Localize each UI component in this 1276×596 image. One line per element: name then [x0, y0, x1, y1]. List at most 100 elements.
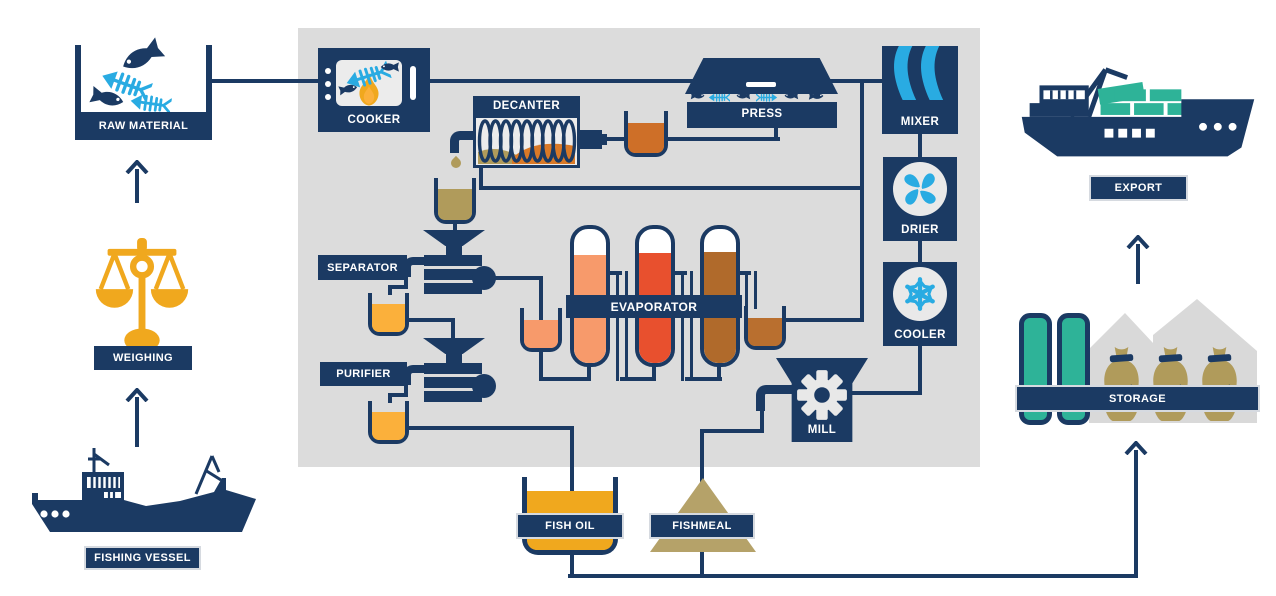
- snowflake-icon: [901, 275, 939, 313]
- arrow-tail: [135, 169, 139, 203]
- storage-label: STORAGE: [1015, 385, 1260, 412]
- cooler-label: COOLER: [894, 329, 946, 341]
- beaker: [624, 111, 668, 157]
- separator-slab: [424, 269, 482, 280]
- pipe: [681, 271, 693, 381]
- press-top-plate: [685, 58, 838, 94]
- separator-port: [472, 266, 496, 290]
- separator-oil: [372, 304, 405, 332]
- drier-label: DRIER: [901, 224, 939, 236]
- decanter-body: [476, 118, 577, 165]
- cooker-dot: [325, 81, 331, 87]
- pipe: [388, 393, 392, 403]
- mill-label: MILL: [807, 424, 837, 436]
- cooker-dot: [325, 68, 331, 74]
- arrow-tail: [1136, 244, 1140, 284]
- pipe: [671, 271, 687, 275]
- pipe: [736, 271, 751, 275]
- pipe: [918, 241, 922, 262]
- fan-icon: [904, 173, 936, 205]
- purified-oil: [372, 412, 405, 440]
- fishing-vessel-label: FISHING VESSEL: [84, 546, 201, 570]
- pipe: [210, 79, 884, 83]
- beaker: [368, 401, 409, 444]
- purifier-slab: [424, 377, 482, 388]
- fish-icon: [380, 62, 399, 72]
- arrow-head-icon: [125, 388, 149, 402]
- pipe: [595, 137, 780, 141]
- pipe: [745, 271, 757, 309]
- decanter-liquid: [438, 189, 472, 220]
- screw-conveyor-coil-icon: [477, 119, 577, 164]
- flame-icon: [359, 72, 379, 106]
- separator-slab: [424, 255, 482, 266]
- drier-machine: DRIER: [883, 157, 957, 241]
- decanter-label: DECANTER: [492, 100, 561, 112]
- purifier-port: [472, 374, 496, 398]
- pipe: [918, 134, 922, 157]
- pipe: [717, 363, 721, 381]
- pipe: [620, 377, 656, 381]
- pipe: [404, 381, 408, 397]
- arrow-head-icon: [1126, 235, 1150, 249]
- pipe: [388, 285, 408, 289]
- separator-slab: [424, 283, 482, 294]
- pipe: [494, 276, 543, 280]
- pipe: [774, 124, 778, 141]
- arrow-tail: [1134, 450, 1138, 578]
- cooler-disc: [893, 267, 947, 321]
- trawler-ship-icon: [32, 448, 256, 532]
- pipe: [606, 271, 622, 275]
- gear-icon: [797, 370, 847, 420]
- pipe: [539, 377, 591, 381]
- export-label: EXPORT: [1089, 175, 1188, 201]
- pipe: [918, 346, 922, 395]
- press-bottom-plate: PRESS: [687, 102, 837, 128]
- pipe: [782, 318, 864, 322]
- decanter-spout: [450, 131, 476, 153]
- pipe: [405, 318, 455, 322]
- beaker: [434, 178, 476, 224]
- mixer-label: MIXER: [900, 116, 940, 128]
- pipe: [451, 318, 455, 340]
- press-liquor: [628, 123, 664, 153]
- beaker: [520, 308, 562, 352]
- arrow-head-icon: [1124, 441, 1148, 455]
- separator-neck: [446, 245, 462, 256]
- mill-spout: [756, 385, 792, 411]
- arrow-head-icon: [125, 160, 149, 174]
- stickwater: [524, 320, 558, 348]
- cooler-machine: COOLER: [883, 262, 957, 346]
- purifier-slab: [424, 363, 482, 374]
- cargo-ship-icon: [1021, 67, 1255, 157]
- beaker: [744, 306, 786, 350]
- cooker-window: [336, 60, 402, 106]
- pipe: [405, 426, 574, 430]
- decanter-axle: [579, 130, 602, 149]
- pipe: [479, 164, 483, 190]
- cooker-dot: [325, 94, 331, 100]
- mixer-machine: MIXER: [882, 46, 958, 134]
- flow-stripes-icon: [894, 46, 944, 100]
- decanter-machine: DECANTER: [473, 96, 580, 168]
- fish-oil-label: FISH OIL: [516, 513, 624, 539]
- purifier-spout: [403, 365, 427, 385]
- evaporator-label: EVAPORATOR: [566, 295, 742, 318]
- decanter-axle: [600, 134, 607, 145]
- pipe: [388, 393, 408, 397]
- pipe: [479, 186, 864, 190]
- separator-label: SEPARATOR: [318, 255, 407, 280]
- fishmeal-label: FISHMEAL: [649, 513, 755, 539]
- cooker-label: COOKER: [347, 114, 401, 126]
- balance-scale-icon: [95, 238, 189, 353]
- separator-spout: [403, 257, 427, 277]
- pipe: [616, 271, 628, 381]
- press-label: PRESS: [741, 108, 783, 120]
- purifier-neck: [446, 353, 462, 364]
- cooker-handle: [410, 66, 416, 100]
- press-vent: [746, 82, 776, 87]
- pipe: [388, 285, 392, 295]
- weighing-label: WEIGHING: [94, 346, 192, 370]
- purifier-label: PURIFIER: [320, 362, 407, 386]
